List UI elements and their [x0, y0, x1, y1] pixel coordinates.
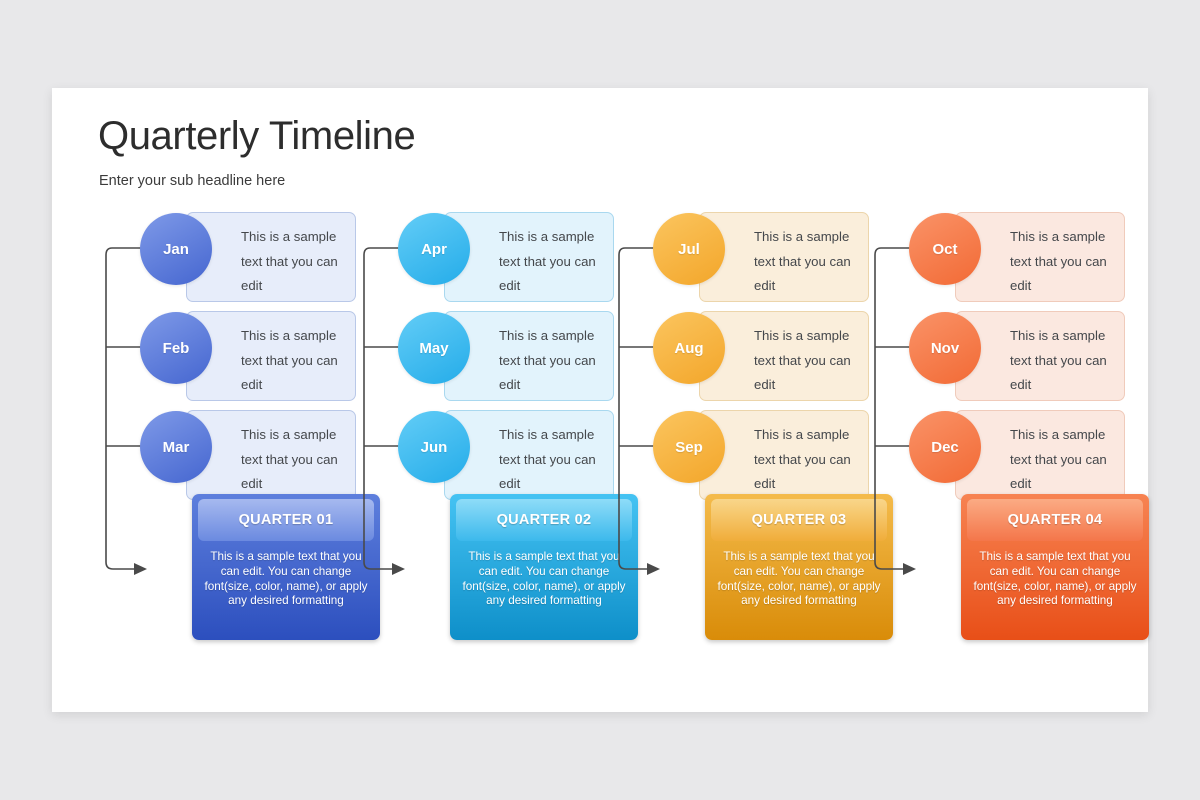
- month-circle-oct[interactable]: Oct: [909, 213, 981, 285]
- quarter-header-label: QUARTER 03: [711, 499, 887, 541]
- month-circle-dec[interactable]: Dec: [909, 411, 981, 483]
- month-card[interactable]: This is a sample text that you can edit: [186, 410, 356, 500]
- connector-lines: [618, 247, 660, 575]
- month-circle-aug[interactable]: Aug: [653, 312, 725, 384]
- quarter-header-label: QUARTER 04: [967, 499, 1143, 541]
- month-card[interactable]: This is a sample text that you can edit: [186, 311, 356, 401]
- month-circle-jun[interactable]: Jun: [398, 411, 470, 483]
- month-circle-jan[interactable]: Jan: [140, 213, 212, 285]
- slide-canvas: Quarterly Timeline Enter your sub headli…: [52, 88, 1149, 712]
- quarter-column-2: This is a sample text that you can edit A…: [356, 212, 638, 672]
- month-card-text: This is a sample text that you can edit: [1010, 328, 1107, 392]
- month-card[interactable]: This is a sample text that you can edit: [699, 311, 869, 401]
- quarter-body-text: This is a sample text that you can edit.…: [204, 550, 368, 608]
- month-card-text: This is a sample text that you can edit: [499, 229, 596, 293]
- quarter-body-text: This is a sample text that you can edit.…: [973, 550, 1137, 608]
- month-row-oct[interactable]: This is a sample text that you can edit O…: [909, 212, 1125, 302]
- month-card-text: This is a sample text that you can edit: [1010, 427, 1107, 491]
- month-card[interactable]: This is a sample text that you can edit: [186, 212, 356, 302]
- month-row-jul[interactable]: This is a sample text that you can edit J…: [653, 212, 869, 302]
- quarter-box-2[interactable]: QUARTER 02 This is a sample text that you…: [450, 494, 638, 640]
- month-row-mar[interactable]: This is a sample text that you can edit M…: [140, 410, 356, 500]
- month-row-apr[interactable]: This is a sample text that you can edit A…: [398, 212, 614, 302]
- month-circle-feb[interactable]: Feb: [140, 312, 212, 384]
- arrow-right-icon: [647, 563, 660, 575]
- month-circle-apr[interactable]: Apr: [398, 213, 470, 285]
- month-card-text: This is a sample text that you can edit: [754, 328, 851, 392]
- month-row-jan[interactable]: This is a sample text that you can edit J…: [140, 212, 356, 302]
- connector-lines: [363, 247, 405, 575]
- month-card[interactable]: This is a sample text that you can edit: [444, 212, 614, 302]
- month-card[interactable]: This is a sample text that you can edit: [955, 410, 1125, 500]
- quarter-box-4[interactable]: QUARTER 04 This is a sample text that you…: [961, 494, 1149, 640]
- connector-path: [874, 247, 915, 570]
- quarter-box-3[interactable]: QUARTER 03 This is a sample text that you…: [705, 494, 893, 640]
- connector-path: [618, 247, 659, 570]
- arrow-right-icon: [134, 563, 147, 575]
- connector-lines: [105, 247, 147, 575]
- month-circle-may[interactable]: May: [398, 312, 470, 384]
- month-row-nov[interactable]: This is a sample text that you can edit N…: [909, 311, 1125, 401]
- month-card[interactable]: This is a sample text that you can edit: [699, 410, 869, 500]
- month-card[interactable]: This is a sample text that you can edit: [444, 311, 614, 401]
- quarter-body-text: This is a sample text that you can edit.…: [462, 550, 626, 608]
- month-card[interactable]: This is a sample text that you can edit: [699, 212, 869, 302]
- page-title: Quarterly Timeline: [98, 114, 416, 158]
- month-card[interactable]: This is a sample text that you can edit: [955, 311, 1125, 401]
- month-card-text: This is a sample text that you can edit: [241, 229, 338, 293]
- month-card-text: This is a sample text that you can edit: [1010, 229, 1107, 293]
- month-card-text: This is a sample text that you can edit: [754, 427, 851, 491]
- month-row-jun[interactable]: This is a sample text that you can edit J…: [398, 410, 614, 500]
- month-card-text: This is a sample text that you can edit: [241, 328, 338, 392]
- arrow-right-icon: [392, 563, 405, 575]
- quarter-column-4: This is a sample text that you can edit O…: [867, 212, 1149, 672]
- quarter-box-1[interactable]: QUARTER 01 This is a sample text that you…: [192, 494, 380, 640]
- month-card[interactable]: This is a sample text that you can edit: [444, 410, 614, 500]
- month-card-text: This is a sample text that you can edit: [241, 427, 338, 491]
- quarter-header-label: QUARTER 01: [198, 499, 374, 541]
- quarter-column-3: This is a sample text that you can edit J…: [611, 212, 893, 672]
- month-card-text: This is a sample text that you can edit: [754, 229, 851, 293]
- connector-lines: [874, 247, 916, 575]
- month-card-text: This is a sample text that you can edit: [499, 427, 596, 491]
- month-circle-mar[interactable]: Mar: [140, 411, 212, 483]
- month-row-sep[interactable]: This is a sample text that you can edit S…: [653, 410, 869, 500]
- quarter-body-text: This is a sample text that you can edit.…: [717, 550, 881, 608]
- month-circle-sep[interactable]: Sep: [653, 411, 725, 483]
- month-row-aug[interactable]: This is a sample text that you can edit A…: [653, 311, 869, 401]
- month-circle-jul[interactable]: Jul: [653, 213, 725, 285]
- month-card[interactable]: This is a sample text that you can edit: [955, 212, 1125, 302]
- month-row-feb[interactable]: This is a sample text that you can edit F…: [140, 311, 356, 401]
- quarter-column-1: This is a sample text that you can edit J…: [98, 212, 380, 672]
- connector-path: [105, 247, 146, 570]
- connector-path: [363, 247, 404, 570]
- month-circle-nov[interactable]: Nov: [909, 312, 981, 384]
- month-row-may[interactable]: This is a sample text that you can edit M…: [398, 311, 614, 401]
- quarter-header-label: QUARTER 02: [456, 499, 632, 541]
- month-row-dec[interactable]: This is a sample text that you can edit D…: [909, 410, 1125, 500]
- arrow-right-icon: [903, 563, 916, 575]
- page-subtitle: Enter your sub headline here: [99, 173, 286, 189]
- month-card-text: This is a sample text that you can edit: [499, 328, 596, 392]
